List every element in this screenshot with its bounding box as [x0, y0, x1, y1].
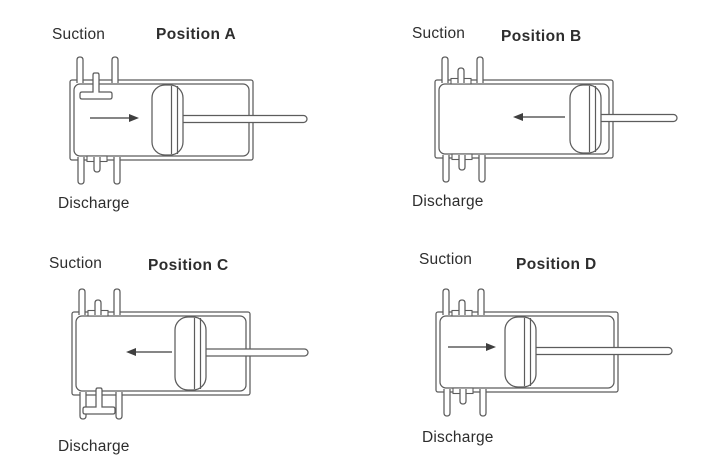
- piston: [174, 316, 207, 391]
- suction-pipe: [476, 56, 484, 83]
- discharge-label-d: Discharge: [422, 429, 494, 446]
- piston-rod: [190, 348, 309, 357]
- suction-pipe: [442, 288, 450, 315]
- discharge-pipe: [79, 392, 87, 420]
- position-title-a: Position A: [156, 26, 237, 43]
- suction-pipe: [111, 56, 119, 83]
- motion-arrow-head: [126, 348, 136, 356]
- discharge-pipe: [478, 155, 486, 183]
- discharge-pipe: [113, 157, 121, 185]
- discharge-pipe: [115, 392, 123, 420]
- piston: [504, 316, 537, 388]
- discharge-valve-closed: [459, 389, 467, 405]
- discharge-pipe: [479, 389, 487, 417]
- discharge-valve-open: [82, 387, 116, 415]
- discharge-pipe: [442, 155, 450, 183]
- discharge-valve-closed: [458, 155, 466, 171]
- suction-label-a: Suction: [52, 26, 106, 43]
- suction-valve-closed: [94, 299, 102, 315]
- suction-pipe: [76, 56, 84, 83]
- pump-diagram-d: [435, 288, 673, 417]
- suction-pipe: [477, 288, 485, 315]
- suction-label-b: Suction: [412, 25, 466, 42]
- suction-label-c: Suction: [49, 255, 103, 272]
- piston: [151, 84, 184, 156]
- suction-label-d: Suction: [419, 251, 473, 268]
- piston-rod: [167, 114, 308, 124]
- suction-valve-open: [79, 72, 113, 100]
- motion-arrow-head: [513, 113, 523, 121]
- suction-pipe: [78, 288, 86, 315]
- pump-diagram-b: [434, 56, 678, 183]
- discharge-label-c: Discharge: [58, 438, 130, 455]
- pump-diagram-c: [71, 288, 309, 420]
- motion-arrow-head: [129, 114, 139, 122]
- discharge-label-a: Discharge: [58, 195, 130, 212]
- piston: [569, 84, 602, 154]
- discharge-valve-closed: [93, 157, 101, 173]
- discharge-pipe: [443, 389, 451, 417]
- position-title-d: Position D: [516, 256, 597, 273]
- position-title-c: Position C: [148, 257, 229, 274]
- position-title-b: Position B: [501, 28, 582, 45]
- discharge-pipe: [77, 157, 85, 185]
- suction-pipe: [441, 56, 449, 83]
- motion-arrow-head: [486, 343, 496, 351]
- pump-diagram-a: [69, 56, 308, 185]
- suction-valve-closed: [457, 67, 465, 83]
- suction-pipe: [113, 288, 121, 315]
- discharge-label-b: Discharge: [412, 193, 484, 210]
- suction-valve-closed: [458, 299, 466, 315]
- piston-rod: [520, 346, 673, 356]
